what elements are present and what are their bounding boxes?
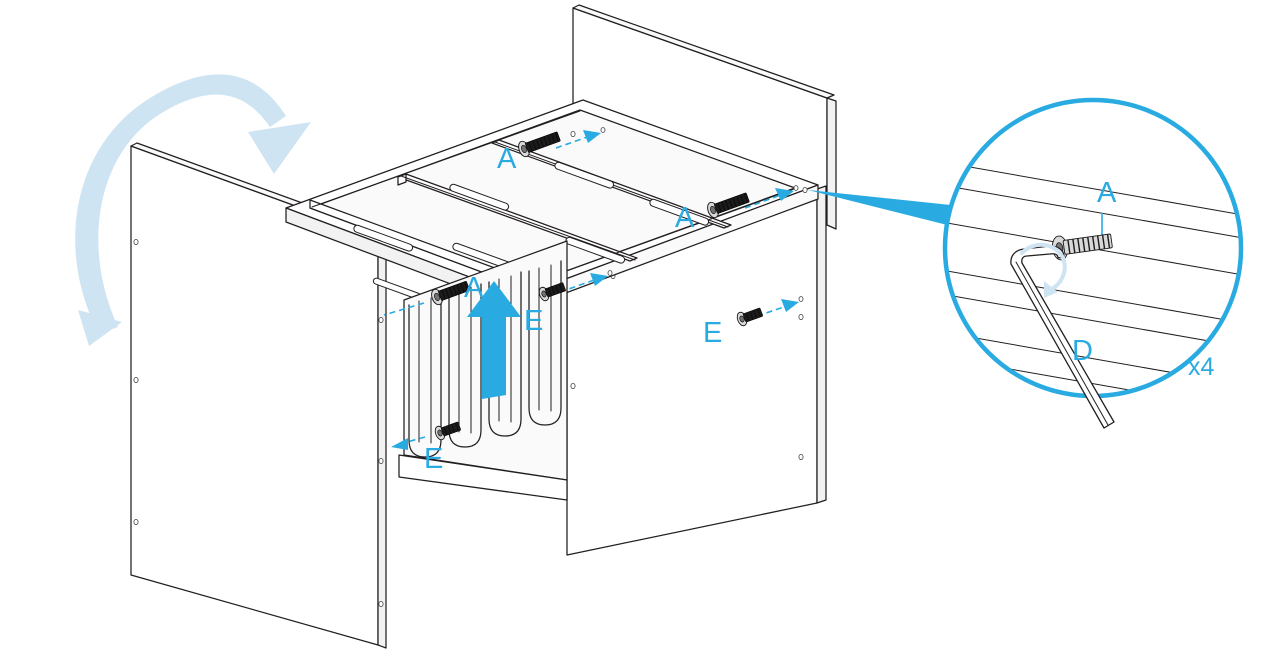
screw-e-lower-left bbox=[391, 421, 461, 450]
allen-key-turn-arrow bbox=[1020, 242, 1067, 298]
bolt-a-left bbox=[383, 280, 470, 316]
panel-rotation-arrow bbox=[75, 74, 311, 346]
screw-e-right-panel bbox=[736, 296, 804, 327]
quantity-x4: x4 bbox=[1188, 353, 1215, 381]
slat-lift-arrow bbox=[467, 281, 521, 399]
slat-loops bbox=[408, 260, 562, 458]
label-a-top: A bbox=[497, 143, 517, 175]
screw-e-mid bbox=[538, 270, 613, 302]
bolt-a-detail bbox=[1051, 233, 1113, 261]
label-a-left: A bbox=[464, 272, 484, 304]
label-e-lower-left: E bbox=[424, 443, 443, 475]
front-bottom-rail bbox=[398, 454, 568, 501]
label-d-detail: D bbox=[1072, 335, 1093, 367]
bolt-a-top bbox=[518, 127, 606, 158]
label-e-right-panel: E bbox=[703, 317, 722, 349]
label-a-right: A bbox=[675, 202, 695, 234]
label-a-detail: A bbox=[1097, 177, 1117, 209]
detail-circle bbox=[942, 97, 1244, 429]
left-panel-holes bbox=[133, 238, 384, 608]
label-e-mid: E bbox=[524, 305, 543, 337]
part-label-layer: A A A E E E A D x4 bbox=[424, 143, 1215, 475]
bolt-a-right bbox=[707, 185, 799, 219]
deck-slot-holes bbox=[353, 161, 710, 300]
